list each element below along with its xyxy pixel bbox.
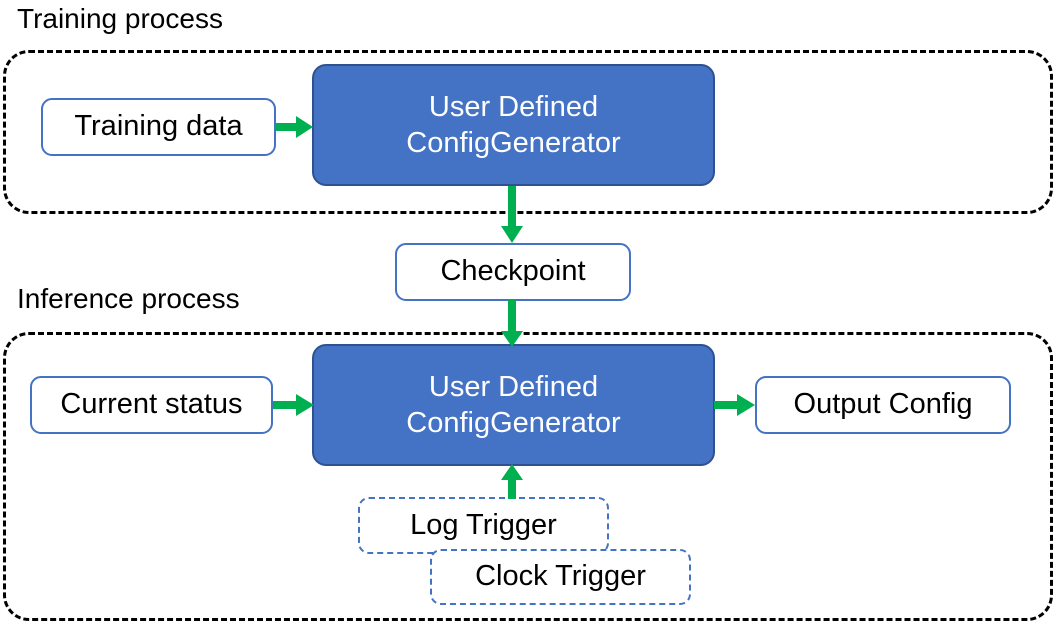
training-generator-line-1: User Defined	[428, 90, 599, 123]
arrow-up-triggers-to-generator	[497, 464, 527, 500]
arrow-down-training-generator-to-checkpoint	[497, 186, 527, 244]
current-status-box[interactable]: Current status	[30, 376, 273, 434]
training-generator-line-2: ConfigGenerator	[406, 127, 621, 159]
training-config-generator-box[interactable]: User Defined ConfigGenerator	[312, 64, 715, 186]
output-config-box[interactable]: Output Config	[755, 376, 1011, 434]
training-process-container	[3, 50, 1053, 214]
arrow-down-checkpoint-to-inference-generator	[497, 300, 527, 348]
arrow-right-training-data-to-generator	[276, 112, 314, 142]
inference-process-container	[3, 332, 1053, 621]
arrow-right-current-status-to-generator	[273, 390, 315, 420]
arrow-right-generator-to-output-config	[714, 390, 756, 420]
inference-generator-line-2: ConfigGenerator	[406, 407, 621, 439]
inference-process-label: Inference process	[17, 283, 240, 314]
checkpoint-box[interactable]: Checkpoint	[395, 243, 631, 301]
clock-trigger-box[interactable]: Clock Trigger	[430, 549, 691, 605]
log-trigger-box[interactable]: Log Trigger	[358, 497, 609, 554]
training-data-box[interactable]: Training data	[41, 98, 276, 156]
inference-config-generator-box[interactable]: User Defined ConfigGenerator	[312, 344, 715, 466]
training-process-label: Training process	[17, 3, 223, 34]
inference-generator-line-1: User Defined	[428, 370, 599, 403]
